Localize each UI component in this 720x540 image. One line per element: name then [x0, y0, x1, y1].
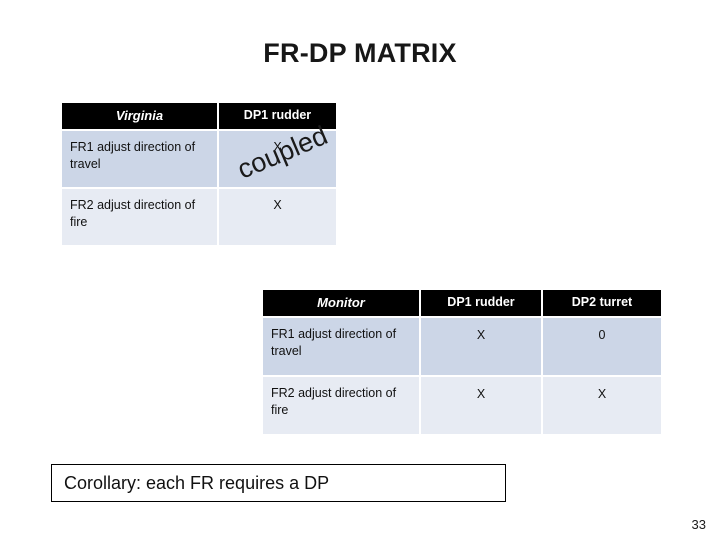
column-header-dp1-rudder: DP1 rudder	[421, 290, 541, 317]
row-label-fr2: FR2 adjust direction of fire	[263, 377, 419, 435]
cell-fr1-dp1: X	[421, 318, 541, 376]
fr-dp-matrix-monitor: Monitor DP1 rudder DP2 turret FR1 adjust…	[261, 288, 663, 436]
column-header-dp1-rudder: DP1 rudder	[219, 103, 336, 130]
corollary-callout: Corollary: each FR requires a DP	[51, 464, 506, 502]
row-label-fr1: FR1 adjust direction of travel	[263, 318, 419, 376]
cell-fr2-dp1: X	[219, 189, 336, 246]
cell-fr1-dp2: 0	[543, 318, 661, 376]
cell-fr2-dp2: X	[543, 377, 661, 435]
table-row: FR1 adjust direction of travel X	[62, 131, 336, 188]
cell-fr1-dp1: X	[219, 131, 336, 188]
page-title: FR-DP MATRIX	[263, 38, 457, 68]
table-row: FR2 adjust direction of fire X X	[263, 377, 661, 435]
row-label-fr2: FR2 adjust direction of fire	[62, 189, 217, 246]
cell-fr2-dp1: X	[421, 377, 541, 435]
table-header-row: Monitor DP1 rudder DP2 turret	[263, 290, 661, 317]
corollary-text: Corollary: each FR requires a DP	[64, 472, 330, 493]
column-header-monitor: Monitor	[263, 290, 419, 317]
page-number: 33	[691, 517, 706, 532]
table-header-row: Virginia DP1 rudder	[62, 103, 336, 130]
column-header-virginia: Virginia	[62, 103, 217, 130]
row-label-fr1: FR1 adjust direction of travel	[62, 131, 217, 188]
fr-dp-matrix-virginia: Virginia DP1 rudder FR1 adjust direction…	[60, 101, 338, 247]
table-row: FR1 adjust direction of travel X 0	[263, 318, 661, 376]
table-row: FR2 adjust direction of fire X	[62, 189, 336, 246]
column-header-dp2-turret: DP2 turret	[543, 290, 661, 317]
